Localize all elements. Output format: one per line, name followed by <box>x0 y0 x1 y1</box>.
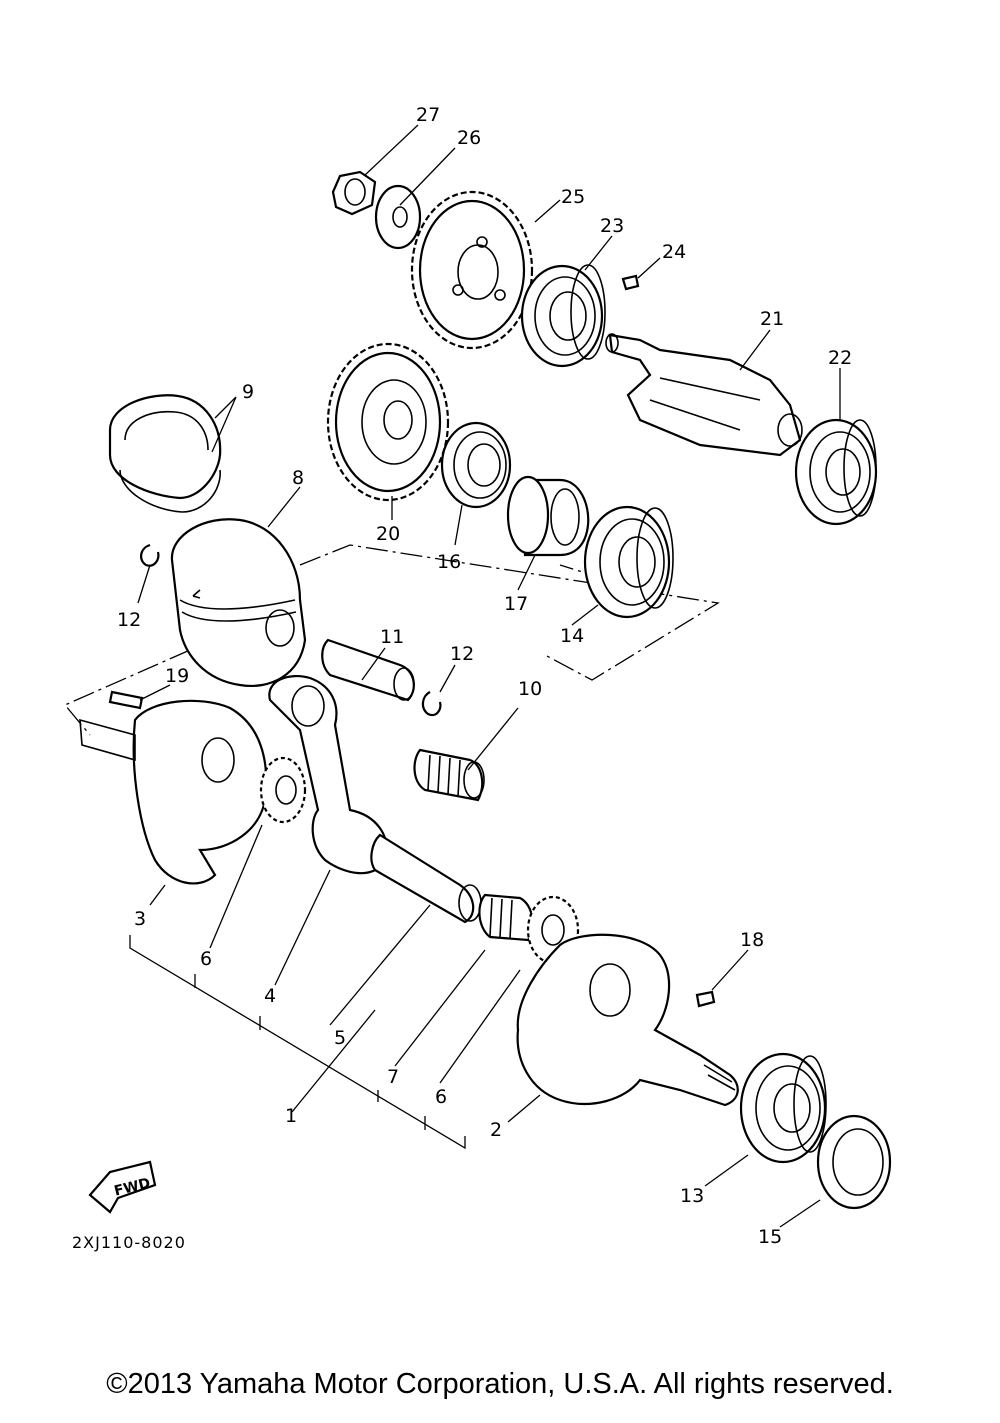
callout-5: 5 <box>334 1027 346 1049</box>
callout-26: 26 <box>457 127 481 149</box>
callout-11: 11 <box>380 626 404 648</box>
callout-9: 9 <box>242 381 254 403</box>
callout-1: 1 <box>285 1105 297 1127</box>
callout-19: 19 <box>165 665 189 687</box>
woodruff-key-18 <box>695 990 716 1008</box>
callout-3: 3 <box>134 908 146 930</box>
leader-lines <box>137 124 841 1228</box>
piston-8 <box>170 518 307 687</box>
callout-8: 8 <box>292 467 304 489</box>
bearing-22 <box>794 418 878 526</box>
exploded-parts-diagram: FWD 1 2 3 <box>63 104 892 1252</box>
callout-24: 24 <box>662 241 686 263</box>
bearing-16 <box>440 421 512 509</box>
nut-27 <box>331 170 377 216</box>
callout-labels: 1 2 3 4 5 6 6 7 8 9 10 11 12 12 13 14 15… <box>117 104 852 1248</box>
callout-20: 20 <box>376 523 400 545</box>
callout-6-right: 6 <box>435 1086 447 1108</box>
callout-6-left: 6 <box>200 948 212 970</box>
drawing-code: 2XJ110-8020 <box>72 1233 186 1252</box>
callout-17: 17 <box>504 593 528 615</box>
callout-10: 10 <box>518 678 542 700</box>
crank-left-3 <box>79 699 268 885</box>
crank-pin-5 <box>370 833 482 924</box>
needle-bearing-10 <box>413 748 485 802</box>
bearing-13 <box>739 1052 827 1164</box>
callout-15: 15 <box>758 1226 782 1248</box>
copyright-notice: ©2013 Yamaha Motor Corporation, U.S.A. A… <box>106 1368 894 1400</box>
callout-16: 16 <box>437 551 461 573</box>
washer-6-left <box>259 756 307 824</box>
callout-2: 2 <box>490 1119 502 1141</box>
callout-18: 18 <box>740 929 764 951</box>
woodruff-key-24 <box>621 274 640 291</box>
bearing-14 <box>583 505 674 619</box>
balancer-shaft-21 <box>605 333 803 457</box>
spacer-collar-17 <box>506 475 590 557</box>
callout-4: 4 <box>264 985 276 1007</box>
crank-right-2 <box>516 933 739 1107</box>
callout-7: 7 <box>387 1066 399 1088</box>
piston-rings-9 <box>108 394 222 513</box>
balancer-gear-20 <box>326 342 450 502</box>
callout-21: 21 <box>760 308 784 330</box>
oil-seal-15 <box>816 1114 892 1210</box>
needle-bearing-7 <box>478 893 534 942</box>
callout-12-upper: 12 <box>117 609 141 631</box>
circlip-12-upper <box>140 543 160 567</box>
callout-27: 27 <box>416 104 440 126</box>
drive-gear-25 <box>410 190 534 350</box>
lock-washer-26 <box>374 184 422 250</box>
piston-pin-11 <box>321 638 415 702</box>
callout-25: 25 <box>561 186 585 208</box>
callout-14: 14 <box>560 625 584 647</box>
callout-13: 13 <box>680 1185 704 1207</box>
callout-12-lower: 12 <box>450 643 474 665</box>
connecting-rod-4 <box>268 674 388 875</box>
circlip-12-lower <box>421 691 442 717</box>
bearing-23 <box>520 264 606 368</box>
woodruff-key-19 <box>108 690 144 710</box>
callout-22: 22 <box>828 347 852 369</box>
fwd-arrow-icon: FWD <box>88 1160 157 1214</box>
callout-23: 23 <box>600 215 624 237</box>
